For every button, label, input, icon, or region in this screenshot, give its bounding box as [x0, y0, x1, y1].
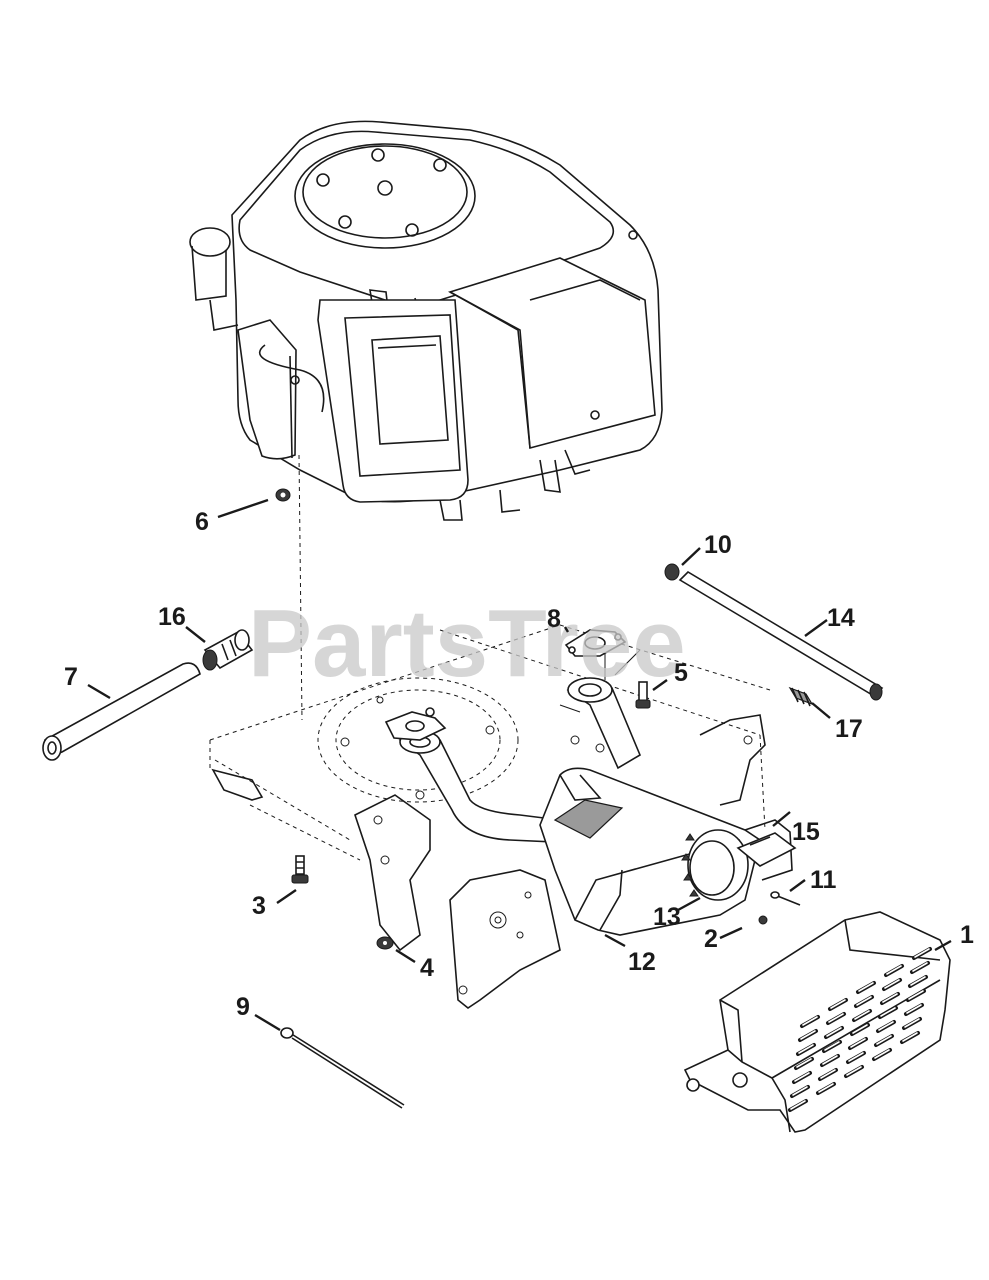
- callout-17: 17: [835, 715, 863, 743]
- callout-10: 10: [704, 531, 732, 559]
- part-8-gasket: [564, 629, 627, 657]
- heat-shield-slot-inner: [906, 1004, 922, 1014]
- part-5-bolt: [635, 681, 651, 709]
- part-11-pin: [770, 891, 801, 906]
- heat-shield-slot-inner: [908, 990, 924, 1000]
- heat-shield-slot-inner: [852, 1024, 868, 1034]
- callout-14: 14: [827, 604, 855, 632]
- heat-shield-slot-inner: [826, 1027, 842, 1037]
- heat-shield-slot-inner: [914, 948, 930, 958]
- callout-5: 5: [674, 659, 688, 687]
- heat-shield-slot-inner: [856, 996, 872, 1006]
- heat-shield-slots: [788, 947, 932, 1112]
- callout-leaders: [87, 498, 952, 1032]
- heat-shield-slot-inner: [800, 1030, 816, 1040]
- heat-shield-slot-inner: [902, 1032, 918, 1042]
- heat-shield-slot-inner: [848, 1052, 864, 1062]
- heat-shield-slot-inner: [910, 976, 926, 986]
- callout-11: 11: [810, 866, 837, 894]
- heat-shield-slot-inner: [846, 1066, 862, 1076]
- part-7-tube: [42, 662, 201, 761]
- heat-shield-slot-inner: [880, 1007, 896, 1017]
- heat-shield-slot-inner: [798, 1044, 814, 1054]
- heat-shield-slot-inner: [886, 965, 902, 975]
- callout-16: 16: [158, 603, 186, 631]
- part-17-spring: [788, 686, 814, 707]
- heat-shield-slot-inner: [790, 1100, 806, 1110]
- part-2-screw: [758, 915, 768, 925]
- watermark: PartsTree: [248, 590, 686, 697]
- heat-shield-slot-inner: [822, 1055, 838, 1065]
- callout-9: 9: [236, 993, 250, 1021]
- heat-shield-slot-inner: [876, 1035, 892, 1045]
- part-1-heat-shield: [683, 911, 951, 1133]
- part-3-bolt: [291, 855, 309, 884]
- heat-shield-slot-inner: [884, 979, 900, 989]
- callout-6: 6: [195, 508, 209, 536]
- heat-shield-slot-inner: [792, 1086, 808, 1096]
- heat-shield-slot-inner: [796, 1058, 812, 1068]
- engine: [189, 120, 663, 521]
- heat-shield-slot-inner: [802, 1016, 818, 1026]
- callout-4: 4: [420, 954, 434, 982]
- heat-shield-slot-inner: [882, 993, 898, 1003]
- heat-shield-slot-inner: [912, 962, 928, 972]
- heat-shield-slot-inner: [830, 999, 846, 1009]
- part-4-nut: [376, 936, 394, 950]
- heat-shield-slot-inner: [818, 1083, 834, 1093]
- callout-3: 3: [252, 892, 266, 920]
- heat-shield-slot-inner: [858, 982, 874, 992]
- callout-7: 7: [64, 663, 78, 691]
- part-6-nut: [275, 488, 291, 502]
- callouts: 1 2 3 4 5 6 7 8 9 10 11 12 13 14 15 16 1…: [64, 508, 974, 1021]
- part-9-cable-tie: [280, 1027, 405, 1109]
- callout-13: 13: [653, 903, 681, 931]
- heat-shield-slot-inner: [904, 1018, 920, 1028]
- chassis-frame: [209, 624, 771, 1009]
- callout-2: 2: [704, 925, 718, 953]
- callout-12: 12: [628, 948, 656, 976]
- part-16-fitting: [202, 629, 254, 671]
- callout-1: 1: [960, 921, 974, 949]
- part-12-muffler-assembly: [384, 677, 793, 936]
- callout-8: 8: [547, 605, 561, 633]
- heat-shield-slot-inner: [794, 1072, 810, 1082]
- part-14-rod: [664, 563, 884, 701]
- heat-shield-slot-inner: [850, 1038, 866, 1048]
- heat-shield-slot-inner: [824, 1041, 840, 1051]
- callout-15: 15: [792, 818, 820, 846]
- heat-shield-slot-inner: [828, 1013, 844, 1023]
- heat-shield-slot-inner: [874, 1049, 890, 1059]
- part-15-bracket: [736, 832, 797, 867]
- heat-shield-slot-inner: [854, 1010, 870, 1020]
- heat-shield-slot-inner: [878, 1021, 894, 1031]
- heat-shield-slot-inner: [820, 1069, 836, 1079]
